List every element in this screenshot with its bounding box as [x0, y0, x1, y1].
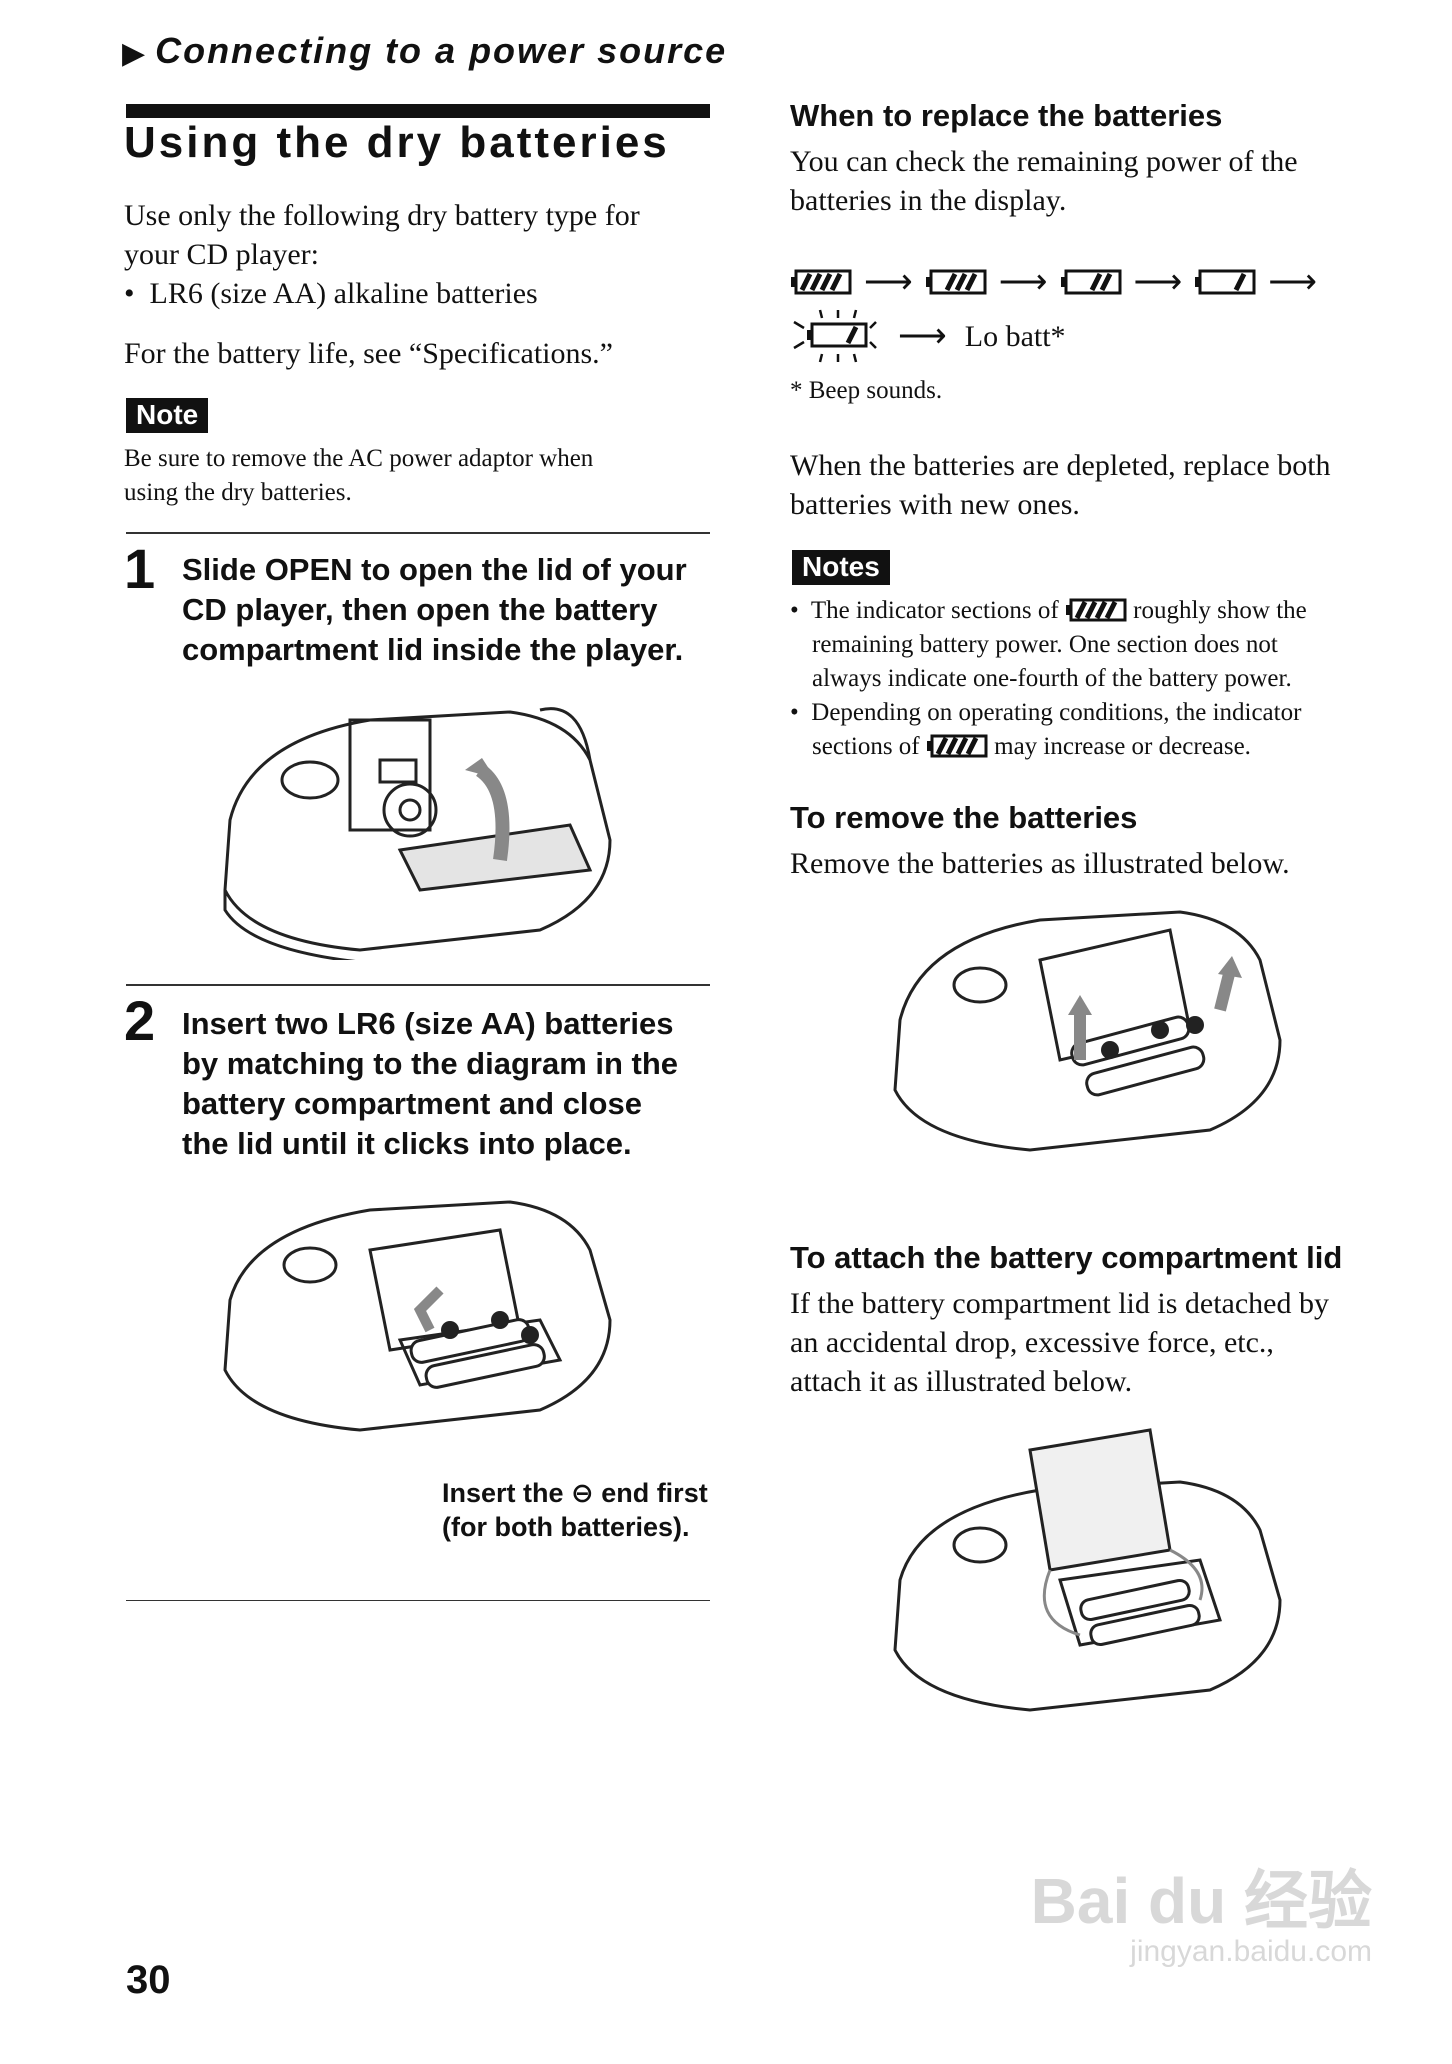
title-rule	[126, 104, 710, 118]
battery-quarter-icon	[1195, 269, 1256, 295]
step-1-text: Slide OPEN to open the lid of your CD pl…	[182, 552, 687, 667]
arrow-right-icon: ⟶	[898, 318, 947, 355]
battery-half-icon	[1060, 269, 1121, 295]
battery-full-icon	[1065, 598, 1127, 622]
notes-badge: Notes	[792, 550, 890, 585]
attach-heading: To attach the battery compartment lid	[790, 1240, 1343, 1275]
notes-list: • The indicator sections of roughly show…	[790, 594, 1430, 764]
cd-player-insert-batteries-illustration	[223, 1200, 612, 1432]
battery-three-quarter-icon	[925, 269, 987, 295]
insert-caption: Insert the ⊖ end first (for both batteri…	[442, 1478, 708, 1542]
watermark-logo: Bai du 经验	[1030, 1865, 1372, 1937]
arrow-right-icon: ⟶	[1133, 264, 1183, 301]
lo-batt-label: Lo batt*	[964, 319, 1066, 353]
replace-text: You can check the remaining power of the…	[790, 145, 1298, 217]
remove-heading: To remove the batteries	[790, 800, 1138, 835]
arrow-right-icon: ⟶	[1268, 264, 1317, 301]
cd-player-attach-lid-illustration	[893, 1428, 1282, 1712]
attach-text: If the battery compartment lid is detach…	[790, 1287, 1329, 1398]
step-number: 1	[124, 537, 156, 600]
arrow-right-icon: ⟶	[998, 264, 1048, 301]
section-title: Connecting to a power source	[155, 30, 728, 71]
list-item: • The indicator sections of roughly show…	[790, 597, 1307, 624]
battery-full-icon	[791, 269, 852, 295]
divider	[126, 532, 710, 534]
intro-line: your CD player:	[124, 238, 319, 271]
minus-circle-icon: ⊖	[571, 1478, 594, 1508]
replace-heading: When to replace the batteries	[790, 98, 1223, 133]
battery-flashing-icon	[793, 309, 877, 363]
battery-type-bullet: • LR6 (size AA) alkaline batteries	[124, 277, 538, 310]
battery-low-row: ⟶ Lo batt*	[790, 308, 1066, 364]
cd-player-open-lid-illustration	[223, 707, 612, 960]
arrow-right-icon: ⟶	[864, 264, 913, 301]
divider	[126, 984, 710, 986]
section-header: ▶Connecting to a power source	[122, 30, 727, 72]
list-item: • Depending on operating conditions, the…	[790, 699, 1302, 726]
battery-indicator-sequence: ⟶ ⟶ ⟶ ⟶	[790, 262, 1317, 302]
play-triangle-icon: ▶	[122, 37, 148, 70]
divider	[126, 1600, 710, 1601]
beep-footnote: * Beep sounds.	[790, 377, 943, 404]
step-2-text: Insert two LR6 (size AA) batteries by ma…	[182, 1006, 679, 1161]
battery-full-icon	[926, 734, 988, 758]
page-title: Using the dry batteries	[124, 118, 670, 167]
page-number: 30	[126, 1958, 171, 2002]
note-text: Be sure to remove the AC power adaptor w…	[124, 445, 594, 506]
note-badge: Note	[126, 398, 209, 433]
intro-line: Use only the following dry battery type …	[124, 199, 640, 232]
cd-player-remove-batteries-illustration	[893, 910, 1282, 1152]
step-number: 2	[124, 989, 156, 1052]
remove-text: Remove the batteries as illustrated belo…	[790, 847, 1290, 880]
depleted-text: When the batteries are depleted, replace…	[790, 449, 1331, 521]
watermark-url: jingyan.baidu.com	[1130, 1935, 1372, 1968]
intro-text: Use only the following dry battery type …	[124, 196, 724, 313]
battery-life-text: For the battery life, see “Specification…	[124, 337, 613, 370]
